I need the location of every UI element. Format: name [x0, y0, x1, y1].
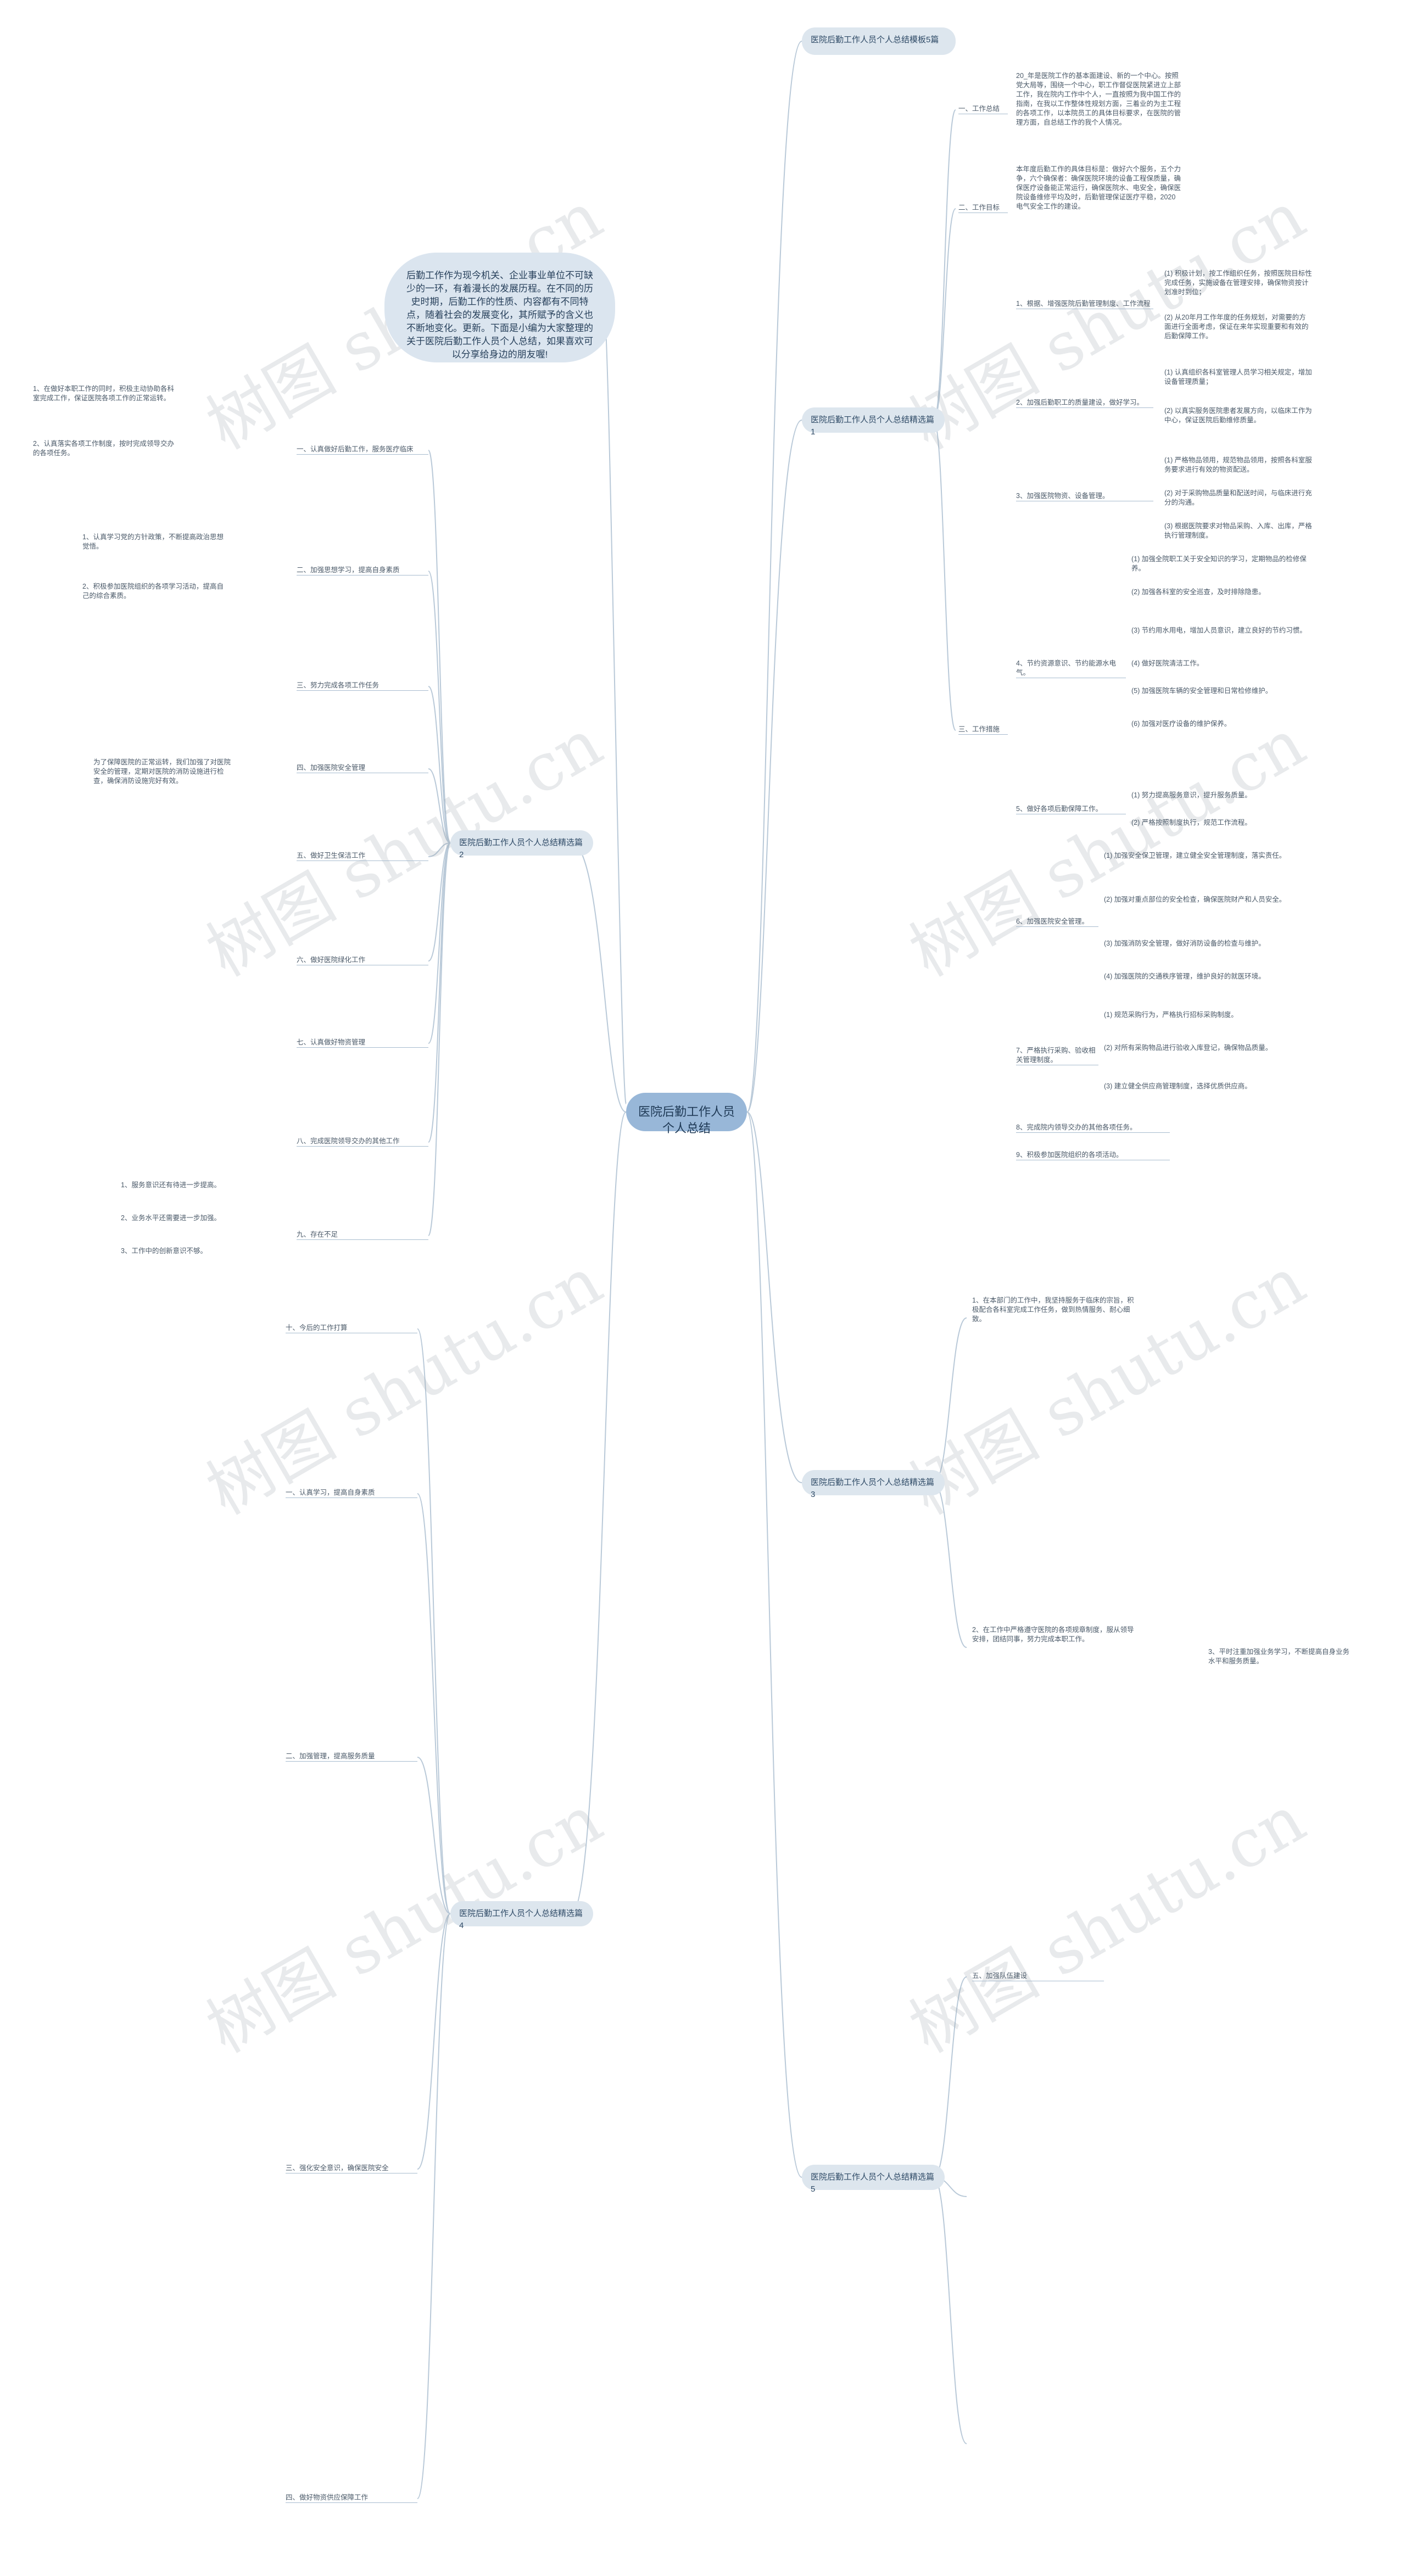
section-label: 三、工作措施	[958, 725, 1008, 735]
leaf-text: (1) 严格物品领用，规范物品领用，按照各科室服务要求进行有效的物资配送。	[1164, 456, 1312, 473]
leaf-text: (1) 规范采购行为，严格执行招标采购制度。	[1104, 1011, 1238, 1019]
leaf-text: (2) 从20年月工作年度的任务规划，对需要的方面进行全面考虑，保证在来年实现重…	[1164, 314, 1309, 340]
leaf-text: 2、认真落实各项工作制度，按时完成领导交办的各项任务。	[33, 440, 174, 457]
section-label: 二、加强思想学习，提高自身素质	[297, 566, 428, 575]
leaf-text: 1、服务意识还有待进一步提高。	[121, 1181, 221, 1189]
section-label: 8、完成院内领导交办的其他各项任务。	[1016, 1123, 1170, 1133]
section-label: 5、做好各项后勤保障工作。	[1016, 804, 1126, 814]
leaf-text: (3) 根据医院要求对物品采购、入库、出库，严格执行管理制度。	[1164, 522, 1312, 539]
center-topic[interactable]: 医院后勤工作人员个人总结	[626, 1093, 747, 1135]
leaf-text: (4) 做好医院清洁工作。	[1131, 660, 1204, 667]
section-label: 一、认真学习，提高自身素质	[286, 1488, 417, 1498]
section-label: 二、工作目标	[958, 203, 1008, 213]
section-label: 九、存在不足	[297, 1230, 428, 1240]
section-label: 1、根据、增强医院后勤管理制度、工作流程	[1016, 299, 1153, 309]
section-label: 五、加强队伍建设	[972, 1971, 1104, 1981]
section-label: 一、工作总结	[958, 104, 1008, 114]
section-label: 十、今后的工作打算	[286, 1323, 417, 1333]
leaf-text: (4) 加强医院的交通秩序管理，维护良好的就医环境。	[1104, 973, 1265, 980]
section-label: 三、强化安全意识，确保医院安全	[286, 2164, 417, 2173]
leaf-text: 本年度后勤工作的具体目标是：做好六个服务，五个力争，六个确保者：确保医院环境的设…	[1016, 165, 1181, 210]
section-label: 三、努力完成各项工作任务	[297, 681, 428, 691]
leaf-text: (2) 加强各科室的安全巡查，及时排除隐患。	[1131, 588, 1265, 596]
leaf-text: (6) 加强对医疗设备的维护保养。	[1131, 720, 1231, 728]
branch-node[interactable]: 医院后勤工作人员个人总结精选篇3	[802, 1470, 945, 1499]
section-label: 四、做好物资供应保障工作	[286, 2493, 417, 2503]
leaf-text: (2) 严格按照制度执行，规范工作流程。	[1131, 819, 1252, 826]
leaf-text: (2) 对于采购物品质量和配送时间，与临床进行充分的沟通。	[1164, 489, 1312, 506]
section-label: 四、加强医院安全管理	[297, 763, 428, 773]
leaf-text: 1、在本部门的工作中，我坚持服务于临床的宗旨，积极配合各科室完成工作任务，做到热…	[972, 1297, 1134, 1323]
branch-node[interactable]: 医院后勤工作人员个人总结精选篇4	[450, 1901, 593, 1930]
section-label: 9、积极参加医院组织的各项活动。	[1016, 1150, 1170, 1160]
leaf-text: (3) 节约用水用电，增加人员意识，建立良好的节约习惯。	[1131, 627, 1307, 634]
branch-node[interactable]: 医院后勤工作人员个人总结模板5篇	[802, 27, 956, 55]
section-label: 一、认真做好后勤工作，服务医疗临床	[297, 445, 428, 455]
leaf-text: (1) 认真组织各科室管理人员学习相关规定，增加设备管理质量；	[1164, 368, 1312, 385]
section-label: 2、加强后勤职工的质量建设，做好学习。	[1016, 398, 1153, 408]
section-label: 八、完成医院领导交办的其他工作	[297, 1137, 428, 1147]
branch-node[interactable]: 医院后勤工作人员个人总结精选篇1	[802, 407, 945, 437]
branch-node[interactable]: 医院后勤工作人员个人总结精选篇5	[802, 2165, 945, 2194]
leaf-text: (3) 建立健全供应商管理制度，选择优质供应商。	[1104, 1082, 1252, 1090]
leaf-text: 为了保障医院的正常运转，我们加强了对医院安全的管理，定期对医院的消防设施进行检查…	[93, 758, 231, 785]
leaf-text: 2、积极参加医院组织的各项学习活动，提高自己的综合素质。	[82, 583, 224, 600]
leaf-text: (1) 努力提高服务意识，提升服务质量。	[1131, 791, 1252, 799]
section-label: 五、做好卫生保洁工作	[297, 851, 428, 861]
leaf-text: (5) 加强医院车辆的安全管理和日常检修维护。	[1131, 687, 1273, 695]
section-label: 六、做好医院绿化工作	[297, 955, 428, 965]
leaf-text: 20_年是医院工作的基本面建设、新的一个中心。按照党大局等，围绕一个中心，职工作…	[1016, 72, 1181, 126]
section-label: 4、节约资源意识、节约能源水电气。	[1016, 659, 1126, 678]
leaf-text: 3、平时注重加强业务学习，不断提高自身业务水平和服务质量。	[1208, 1648, 1349, 1665]
leaf-text: (1) 加强安全保卫管理，建立健全安全管理制度，落实责任。	[1104, 852, 1286, 859]
leaf-text: (2) 对所有采购物品进行验收入库登记，确保物品质量。	[1104, 1044, 1273, 1052]
leaf-text: 1、认真学习党的方针政策，不断提高政治思想觉悟。	[82, 533, 224, 550]
leaf-text: (2) 以真实服务医院患者发展方向，以临床工作为中心，保证医院后勤维修质量。	[1164, 407, 1312, 424]
leaf-text: 2、在工作中严格遵守医院的各项规章制度，服从领导安排，团结同事，努力完成本职工作…	[972, 1626, 1134, 1643]
leaf-text: (2) 加强对重点部位的安全检查，确保医院财产和人员安全。	[1104, 896, 1286, 903]
section-label: 二、加强管理，提高服务质量	[286, 1752, 417, 1762]
leaf-text: 2、业务水平还需要进一步加强。	[121, 1214, 221, 1222]
leaf-text: (1) 积极计划，按工作组织任务，按照医院目标性完成任务，实施设备在管理安排，确…	[1164, 270, 1312, 296]
leaf-text: 3、工作中的创新意识不够。	[121, 1247, 207, 1255]
leaf-text: (1) 加强全院职工关于安全知识的学习，定期物品的检修保养。	[1131, 555, 1307, 572]
section-label: 3、加强医院物资、设备管理。	[1016, 491, 1153, 501]
section-label: 7、严格执行采购、验收相关管理制度。	[1016, 1046, 1098, 1065]
section-label: 6、加强医院安全管理。	[1016, 917, 1098, 927]
section-label: 七、认真做好物资管理	[297, 1038, 428, 1048]
intro-summary[interactable]: 后勤工作作为现今机关、企业事业单位不可缺少的一环，有着漫长的发展历程。在不同的历…	[384, 253, 615, 362]
leaf-text: (3) 加强消防安全管理，做好消防设备的检查与维护。	[1104, 940, 1265, 947]
branch-node[interactable]: 医院后勤工作人员个人总结精选篇2	[450, 830, 593, 859]
leaf-text: 1、在做好本职工作的同时，积极主动协助各科室完成工作，保证医院各项工作的正常运转…	[33, 385, 174, 402]
